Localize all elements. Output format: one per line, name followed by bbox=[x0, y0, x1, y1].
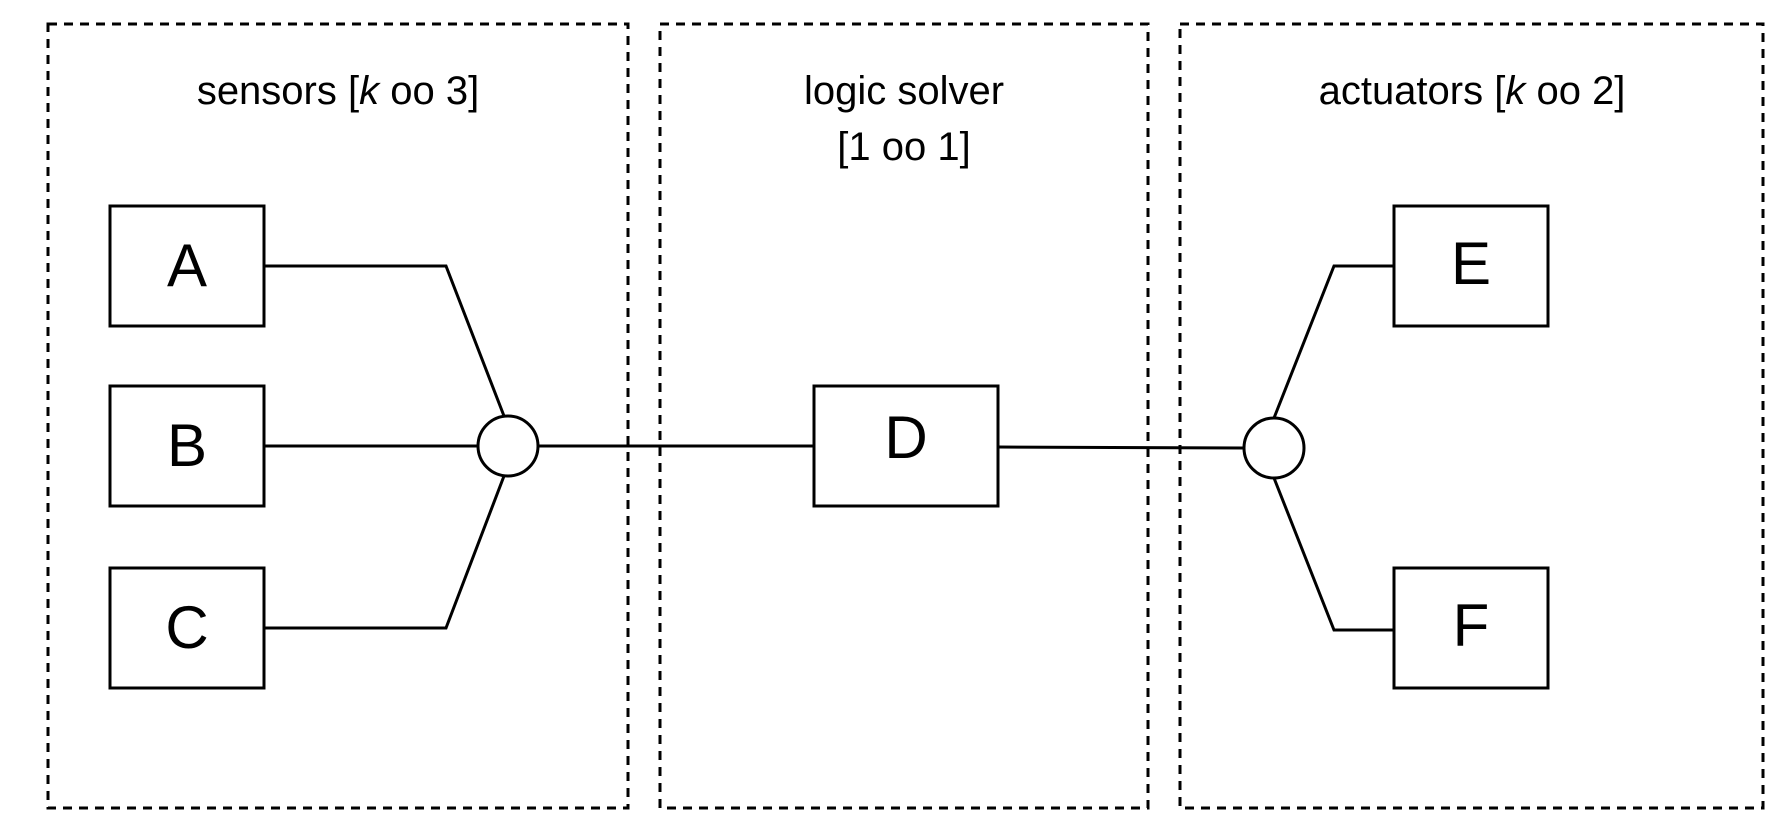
component-f-box bbox=[1392, 566, 1550, 690]
component-c-label: C bbox=[165, 594, 208, 661]
component-a: A bbox=[108, 204, 266, 328]
component-d-label: D bbox=[884, 404, 927, 471]
sensors-group bbox=[46, 22, 630, 810]
wire-voter-to-e bbox=[1272, 264, 1394, 419]
component-b-box bbox=[108, 384, 266, 508]
component-c-box bbox=[108, 566, 266, 690]
actuators-voting-node bbox=[1242, 416, 1306, 480]
wire-c-to-voter bbox=[264, 475, 506, 630]
component-e-box bbox=[1392, 204, 1550, 328]
component-f-label: F bbox=[1453, 592, 1490, 659]
component-b-label: B bbox=[167, 412, 207, 479]
component-c: C bbox=[108, 566, 266, 690]
component-a-box bbox=[108, 204, 266, 328]
component-e-label: E bbox=[1451, 230, 1491, 297]
logic-solver-group bbox=[658, 22, 1150, 810]
component-a-label: A bbox=[167, 232, 207, 299]
actuators-group bbox=[1178, 22, 1765, 810]
actuators-group-title: actuators [k oo 2] bbox=[1319, 69, 1626, 113]
logic-solver-group-subtitle: [1 oo 1] bbox=[837, 125, 970, 169]
wire-voter-to-f bbox=[1272, 477, 1394, 632]
wire-d-to-voter bbox=[997, 445, 1245, 450]
wire-a-to-voter bbox=[264, 264, 506, 417]
component-d: D bbox=[812, 384, 1000, 508]
component-d-box bbox=[812, 384, 1000, 508]
component-b: B bbox=[108, 384, 266, 508]
component-f: F bbox=[1392, 566, 1550, 690]
sensors-voting-node bbox=[476, 414, 540, 478]
logic-solver-group-title: logic solver bbox=[804, 69, 1004, 113]
sensors-group-title: sensors [k oo 3] bbox=[197, 69, 479, 113]
component-e: E bbox=[1392, 204, 1550, 328]
